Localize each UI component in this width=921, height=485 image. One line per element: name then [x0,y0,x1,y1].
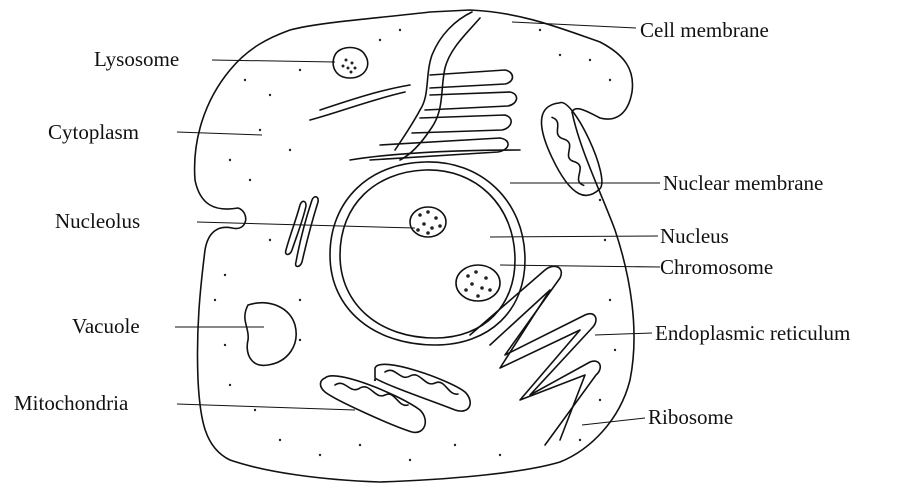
label-vacuole: Vacuole [72,314,140,338]
label-cytoplasm: Cytoplasm [48,120,139,144]
vacuole-organelle [245,303,296,366]
mitochondria-lower [320,364,470,432]
cell-membrane-outline [195,10,634,482]
leader-lines [175,22,660,425]
label-ribosome: Ribosome [648,405,733,429]
label-lysosome: Lysosome [94,47,179,71]
rough-er-top [310,12,520,160]
label-endoplasmic-reticulum: Endoplasmic reticulum [655,321,850,345]
label-chromosome: Chromosome [660,255,773,279]
label-cell-membrane: Cell membrane [640,18,769,42]
endoplasmic-reticulum-organelle [470,266,600,445]
lysosome-organelle [333,48,368,79]
golgi-tubules [286,197,319,267]
mitochondrion-upper [532,97,611,203]
label-nuclear-membrane: Nuclear membrane [663,171,823,195]
cytoplasm-speckles [214,29,616,461]
nucleus-organelle [330,162,525,345]
label-mitochondria: Mitochondria [14,391,129,415]
label-nucleus: Nucleus [660,224,729,248]
label-nucleolus: Nucleolus [55,209,140,233]
